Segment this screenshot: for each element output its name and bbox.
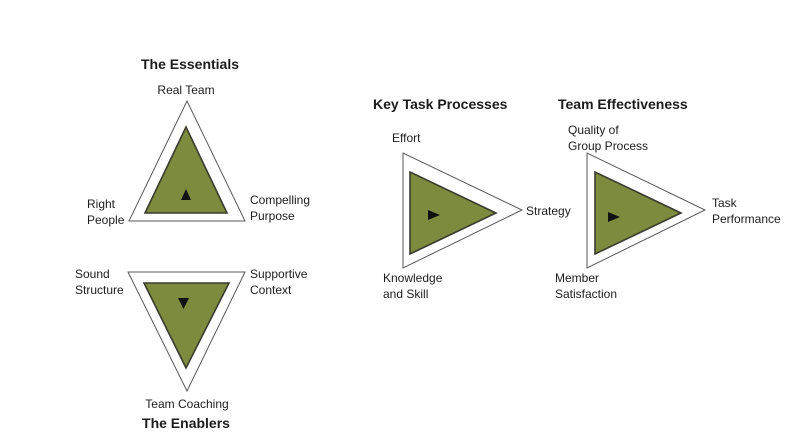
team-effectiveness-label-task-performance: Task Performance: [712, 196, 781, 226]
enablers-label-supportive-context: Supportive Context: [250, 267, 308, 297]
key-task-processes-label-knowledge-and-skill: Knowledge and Skill: [383, 271, 443, 301]
essentials-inner-triangle: [143, 125, 229, 214]
team-effectiveness-inner-triangle: [594, 170, 683, 256]
team-effectiveness-label-quality-of-group-process: Quality of Group Process: [568, 123, 649, 153]
team-effectiveness-label-member-satisfaction: Member Satisfaction: [555, 271, 618, 301]
enablers-label-sound-structure: Sound Structure: [75, 267, 124, 297]
essentials-label-right-people: Right People: [87, 197, 125, 227]
essentials-label-compelling-purpose: Compelling Purpose: [250, 193, 311, 223]
key-task-processes-inner-triangle: [409, 170, 498, 256]
arrow-down-icon: [178, 298, 189, 309]
arrow-up-icon: [181, 189, 191, 200]
enablers-label-team-coaching: Team Coaching: [145, 397, 229, 411]
enablers-inner-triangle: [142, 282, 231, 370]
key-task-processes-label-effort: Effort: [392, 131, 421, 145]
essentials-title: The Essentials: [140, 56, 240, 72]
key-task-processes-label-strategy: Strategy: [526, 204, 571, 218]
arrow-right-icon: [608, 212, 620, 222]
key-task-processes-title: Key Task Processes: [373, 96, 508, 112]
enablers-title: The Enablers: [142, 415, 230, 431]
arrow-right-icon: [428, 210, 440, 220]
team-effectiveness-title: Team Effectiveness: [558, 96, 688, 112]
essentials-label-real-team: Real Team: [157, 83, 215, 97]
